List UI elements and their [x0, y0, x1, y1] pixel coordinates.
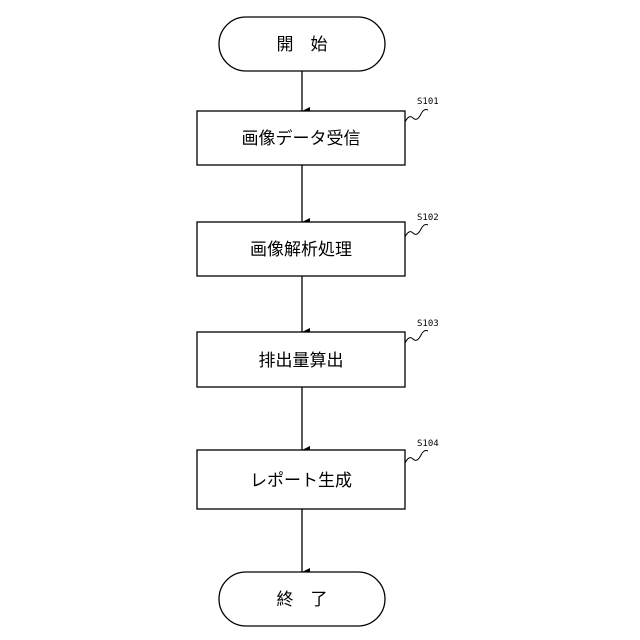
step-leader-s104: [405, 451, 428, 464]
process-step-s103: 排出量算出 S103: [197, 319, 439, 387]
step-number-s101: S101: [417, 97, 439, 107]
end-terminal-label: 終 了: [277, 590, 328, 610]
process-label-s103: 排出量算出: [259, 351, 344, 371]
step-number-s102: S102: [417, 213, 439, 223]
process-label-s102: 画像解析処理: [250, 240, 352, 260]
step-number-s104: S104: [417, 439, 439, 449]
end-terminal: 終 了: [219, 572, 385, 626]
step-leader-s103: [405, 331, 428, 344]
step-leader-s101: [405, 110, 428, 123]
process-label-s101: 画像データ受信: [242, 128, 361, 149]
step-number-s103: S103: [417, 319, 439, 329]
start-terminal-label: 開 始: [277, 35, 328, 55]
process-step-s104: レポート生成 S104: [197, 439, 439, 509]
process-step-s102: 画像解析処理 S102: [197, 213, 439, 276]
process-label-s104: レポート生成: [250, 471, 352, 491]
start-terminal: 開 始: [219, 17, 385, 71]
process-step-s101: 画像データ受信 S101: [197, 97, 439, 165]
step-leader-s102: [405, 225, 428, 238]
